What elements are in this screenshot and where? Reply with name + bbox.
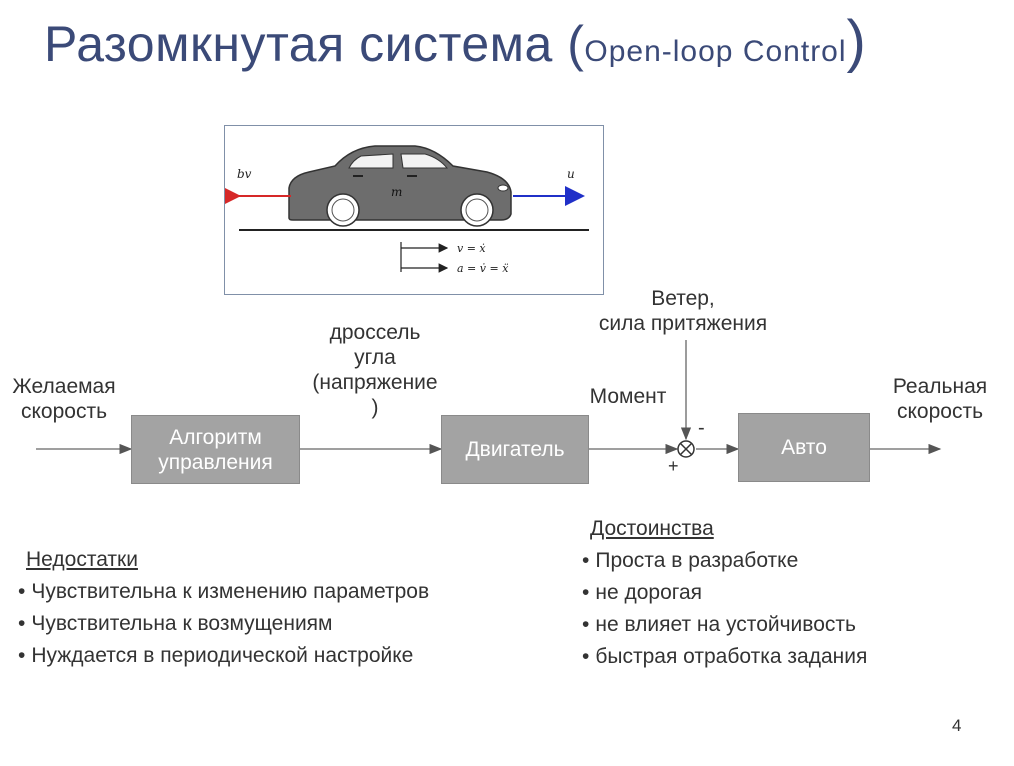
- title-latin: Open-loop Control: [584, 35, 847, 68]
- title-main: Разомкнутая система (: [44, 16, 585, 72]
- plus-sign: +: [668, 456, 679, 476]
- advantage-item-3: не влияет на устойчивость: [582, 609, 982, 641]
- disadvantage-item-1: Чувствительна к изменению параметров: [18, 576, 558, 608]
- advantages-header: Достоинства: [590, 517, 714, 540]
- minus-sign: -: [698, 417, 705, 439]
- torque-label: Момент: [589, 385, 667, 408]
- disadvantage-item-3: Нуждается в периодической настройке: [18, 640, 558, 672]
- input-label-line1: Желаемая: [12, 375, 116, 398]
- throttle-label: дроссель угла (напряжение ): [288, 320, 462, 420]
- car-window-rear: [348, 153, 394, 169]
- disturbance-label-line1: Ветер,: [651, 287, 715, 310]
- throttle-label-line2: угла: [354, 346, 396, 369]
- output-label-line1: Реальная: [892, 375, 988, 398]
- throttle-label-line1: дроссель: [329, 321, 421, 344]
- control-force-label: u: [567, 167, 575, 181]
- disturbance-label-line2: сила притяжения: [598, 312, 768, 335]
- throttle-label-line4: ): [371, 396, 379, 419]
- car-headlight: [497, 184, 509, 192]
- controller-block-line1: Алгоритм: [169, 425, 262, 449]
- drag-force-label: bv: [237, 167, 252, 181]
- car-window-front: [400, 153, 449, 169]
- engine-block: Двигатель: [441, 415, 589, 484]
- car-illustration: bv u m v = ẋ a = v̇ = ẍ: [224, 125, 604, 295]
- page-number: 4: [952, 716, 962, 735]
- car-block: Авто: [738, 413, 870, 482]
- input-label-line2: скорость: [20, 400, 108, 423]
- output-label: Реальная скорость: [876, 374, 1004, 424]
- slide-title: Разомкнутая система (Open-loop Control): [44, 4, 984, 90]
- title-close: ): [846, 9, 867, 74]
- controller-block-line2: управления: [158, 450, 273, 474]
- advantages-list: Достоинства Проста в разработке не дорог…: [582, 513, 982, 673]
- advantage-item-2: не дорогая: [582, 577, 982, 609]
- velocity-equation: v = ẋ: [457, 242, 486, 255]
- disturbance-label: Ветер, сила притяжения: [576, 286, 790, 336]
- engine-block-label: Двигатель: [465, 438, 565, 461]
- advantage-item-4: быстрая отработка задания: [582, 641, 982, 673]
- output-label-line2: скорость: [896, 400, 984, 423]
- acceleration-equation: a = v̇ = ẍ: [457, 262, 509, 275]
- mass-label: m: [391, 185, 402, 199]
- disadvantages-list: Недостатки Чувствительна к изменению пар…: [18, 544, 558, 672]
- input-label: Желаемая скорость: [0, 374, 128, 424]
- disadvantage-item-2: Чувствительна к возмущениям: [18, 608, 558, 640]
- summing-junction: [677, 440, 695, 458]
- car-illustration-svg: bv u m v = ẋ a = v̇ = ẍ: [225, 145, 589, 275]
- controller-block: Алгоритм управления: [131, 415, 300, 484]
- disadvantages-header: Недостатки: [26, 548, 138, 571]
- car-block-label: Авто: [781, 436, 827, 459]
- advantage-item-1: Проста в разработке: [582, 545, 982, 577]
- throttle-label-line3: (напряжение: [312, 371, 438, 394]
